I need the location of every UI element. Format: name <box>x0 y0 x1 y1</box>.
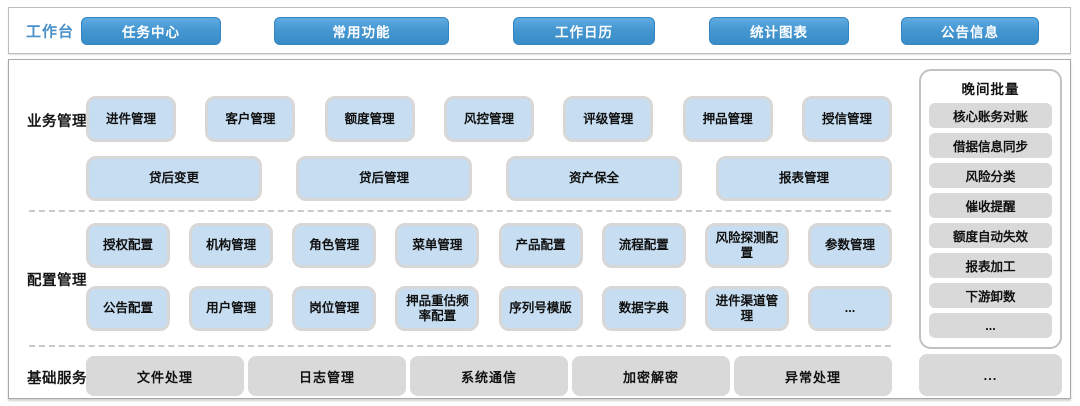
night-batch-panel: 晚间批量 核心账务对账 借据信息同步 风险分类 催收提醒 额度自动失效 报表加工… <box>919 69 1062 349</box>
module-box: 评级管理 <box>563 96 654 142</box>
night-batch-item: 额度自动失效 <box>929 223 1052 248</box>
section-divider <box>29 210 891 212</box>
module-box: 用户管理 <box>189 286 274 331</box>
module-box: 菜单管理 <box>395 223 480 268</box>
night-batch-item: 报表加工 <box>929 253 1052 278</box>
service-box: 异常处理 <box>734 356 892 396</box>
module-box: 授权配置 <box>86 223 170 268</box>
module-box: 参数管理 <box>807 223 892 268</box>
service-box: 日志管理 <box>248 356 406 396</box>
module-box: 机构管理 <box>189 223 274 268</box>
topbar-button-announcements: 公告信息 <box>901 17 1039 45</box>
module-box: 进件渠道管理 <box>704 286 789 331</box>
module-box: 公告配置 <box>86 286 170 331</box>
module-box: 产品配置 <box>498 223 583 268</box>
service-box: 加密解密 <box>572 356 730 396</box>
topbar-button-task-center: 任务中心 <box>81 17 221 45</box>
module-box: 序列号模版 <box>498 286 583 331</box>
module-box: 资产保全 <box>506 156 682 201</box>
base-services-row: 文件处理 日志管理 系统通信 加密解密 异常处理 <box>86 356 892 396</box>
night-batch-item: 借据信息同步 <box>929 133 1052 158</box>
config-row-1: 授权配置 机构管理 角色管理 菜单管理 产品配置 流程配置 风险探测配置 参数管… <box>86 223 892 268</box>
module-box: 风控管理 <box>443 96 534 142</box>
night-batch-item: 风险分类 <box>929 163 1052 188</box>
section-divider <box>29 345 891 347</box>
module-box: 客户管理 <box>205 96 296 142</box>
module-box: 角色管理 <box>292 223 377 268</box>
module-box: 贷后管理 <box>296 156 472 201</box>
module-box: 岗位管理 <box>292 286 377 331</box>
section-label-config: 配置管理 <box>27 273 87 289</box>
main-panel: 业务管理 配置管理 基础服务 进件管理 客户管理 额度管理 风控管理 评级管理 … <box>8 59 1071 399</box>
service-box: 系统通信 <box>410 356 568 396</box>
module-box: 押品重估频率配置 <box>395 286 480 331</box>
business-row-2: 贷后变更 贷后管理 资产保全 报表管理 <box>86 156 892 201</box>
night-batch-item-more: ... <box>929 313 1052 338</box>
module-box: 报表管理 <box>716 156 892 201</box>
business-row-1: 进件管理 客户管理 额度管理 风控管理 评级管理 押品管理 授信管理 <box>86 96 892 142</box>
module-box: 额度管理 <box>324 96 415 142</box>
module-box: 贷后变更 <box>86 156 262 201</box>
night-batch-item: 下游卸数 <box>929 283 1052 308</box>
module-box: 数据字典 <box>601 286 686 331</box>
workbench-bar: 工作台 任务中心 常用功能 工作日历 统计图表 公告信息 <box>8 7 1071 54</box>
service-box: 文件处理 <box>86 356 244 396</box>
section-label-business: 业务管理 <box>27 114 87 130</box>
module-box: 进件管理 <box>86 96 176 142</box>
topbar-button-common-functions: 常用功能 <box>274 17 449 45</box>
module-box: 风险探测配置 <box>704 223 789 268</box>
config-row-2: 公告配置 用户管理 岗位管理 押品重估频率配置 序列号模版 数据字典 进件渠道管… <box>86 286 892 331</box>
topbar-button-statistics-charts: 统计图表 <box>709 17 849 45</box>
topbar-button-work-calendar: 工作日历 <box>513 17 655 45</box>
module-box: 押品管理 <box>682 96 773 142</box>
workbench-label: 工作台 <box>26 23 75 40</box>
service-box-more: ... <box>919 354 1062 396</box>
section-label-base: 基础服务 <box>27 371 87 387</box>
night-batch-title: 晚间批量 <box>961 82 1020 97</box>
module-box-more: ... <box>807 286 892 331</box>
module-box: 授信管理 <box>801 96 892 142</box>
module-box: 流程配置 <box>601 223 686 268</box>
night-batch-item: 催收提醒 <box>929 193 1052 218</box>
night-batch-item: 核心账务对账 <box>929 103 1052 128</box>
